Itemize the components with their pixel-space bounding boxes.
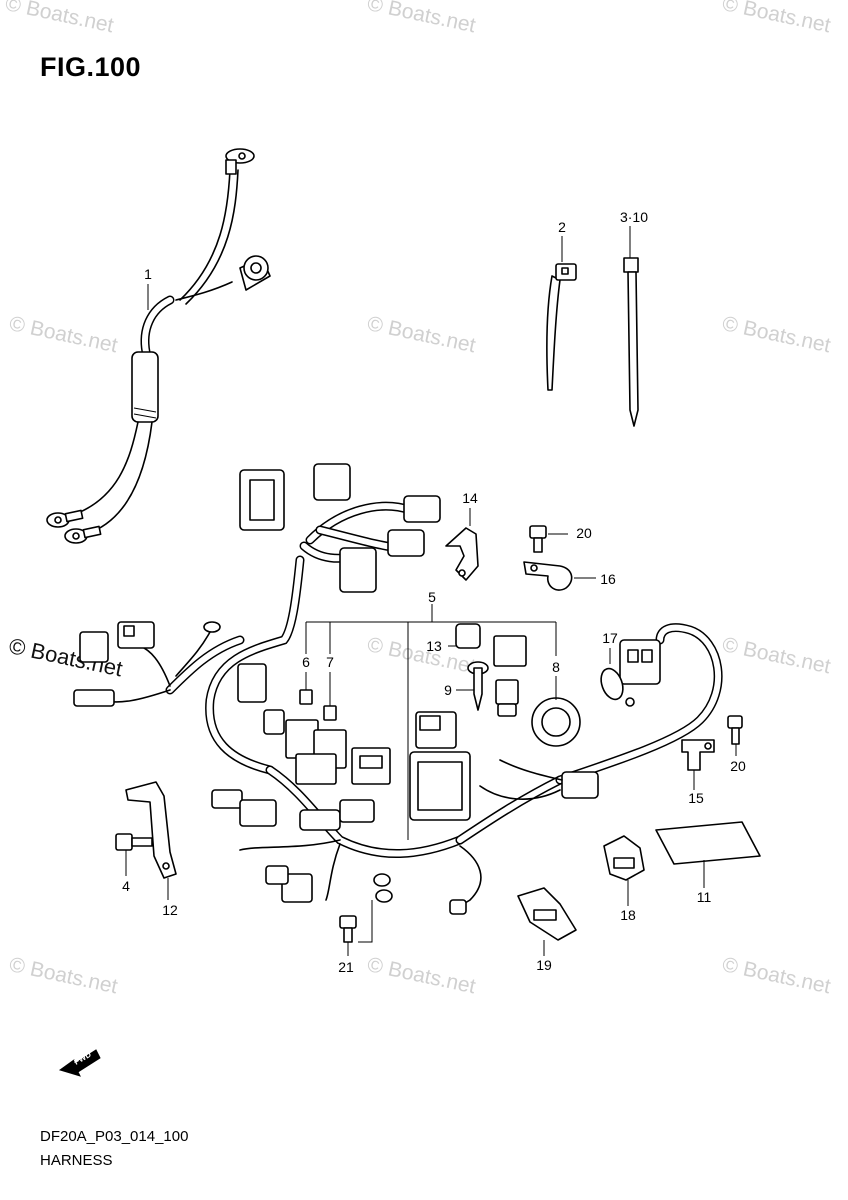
callout-4: 4 — [122, 878, 130, 894]
main-wire-harness — [73, 463, 723, 915]
callout-3-10: 3·10 — [620, 209, 648, 225]
callout-16: 16 — [600, 571, 616, 587]
battery-cable — [46, 148, 271, 544]
bolt-4 — [115, 833, 153, 876]
sheet-11 — [655, 821, 761, 888]
callout-21: 21 — [338, 959, 354, 975]
callout-2: 2 — [558, 219, 566, 235]
fuse-7 — [323, 672, 337, 721]
callout-9: 9 — [444, 682, 452, 698]
callout-8: 8 — [552, 659, 560, 675]
bracket-12 — [125, 781, 177, 900]
bolt-20-lower — [727, 715, 743, 756]
callout-19: 19 — [536, 957, 552, 973]
figure-name: HARNESS — [40, 1152, 113, 1169]
callout-17: 17 — [602, 630, 618, 646]
callout-6: 6 — [302, 654, 310, 670]
clamp-19 — [517, 887, 577, 956]
clamp-16 — [523, 561, 596, 591]
callout-14: 14 — [462, 490, 478, 506]
relay-13 — [448, 623, 527, 667]
sensor-9 — [456, 661, 519, 717]
callout-7: 7 — [326, 654, 334, 670]
figure-title: FIG.100 — [40, 52, 142, 82]
callout-1: 1 — [144, 266, 152, 282]
figure-code: DF20A_P03_014_100 — [40, 1128, 189, 1145]
cable-tie — [623, 257, 639, 427]
fuse-6 — [299, 672, 313, 705]
callout-20: 20 — [576, 525, 592, 541]
bracket-15 — [681, 739, 715, 790]
tie-loop-17 — [600, 648, 635, 707]
callout-11: 11 — [697, 889, 712, 905]
callout-15: 15 — [688, 790, 704, 806]
callout-13: 13 — [426, 638, 442, 654]
callout-12: 12 — [162, 902, 178, 918]
fwd-arrow-icon: FWD — [58, 1049, 101, 1077]
callout-18: 18 — [620, 907, 636, 923]
bolt-20-upper — [529, 525, 568, 553]
callout-5: 5 — [428, 589, 436, 605]
callout-bracket-5 — [305, 604, 557, 840]
cable-tie-mounted — [546, 263, 577, 391]
clamp-18 — [603, 835, 645, 906]
bracket-14 — [445, 508, 479, 581]
callout-20-lower: 20 — [730, 758, 746, 774]
bolt-21 — [339, 873, 393, 956]
